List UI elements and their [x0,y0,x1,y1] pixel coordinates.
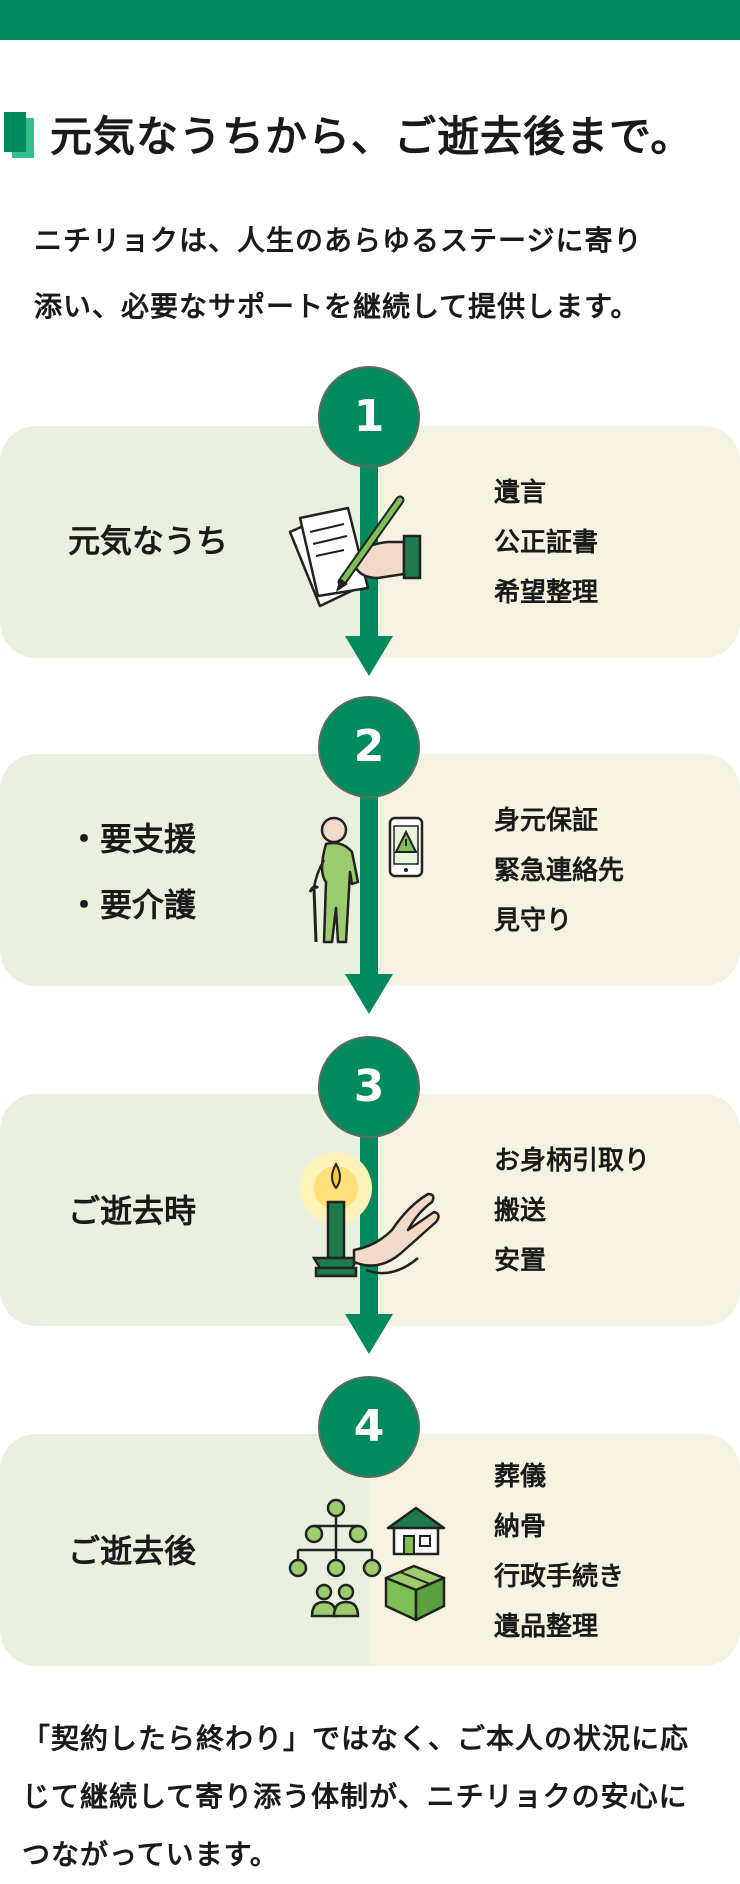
stage-item: 行政手続き [494,1562,625,1592]
stage-item: 見守り [494,906,573,936]
stage-item: 葬儀 [494,1462,547,1492]
intro-text: ニチリョクは、人生のあらゆるステージに寄り 添い、必要なサポートを継続して提供し… [34,208,724,340]
closing-line: つながっています。 [22,1838,279,1871]
step-number-3: 3 [318,1036,420,1138]
elderly-with-phone-alert-icon [308,816,424,944]
stage-label-line: ご逝去時 [68,1192,197,1230]
stage-label-line: ・要介護 [68,886,197,924]
stage-item: 安置 [494,1246,547,1276]
stage-label: ご逝去時 [68,1178,196,1244]
title-accent-icon [4,112,34,158]
step-number-4: 4 [318,1376,420,1478]
stage-label-line: ・要支援 [68,820,197,858]
step-number-1: 1 [318,366,420,468]
intro-line: 添い、必要なサポートを継続して提供します。 [34,290,640,323]
page-title: 元気なうちから、ご逝去後まで。 [50,112,694,161]
stage-items: 遺言 公正証書 希望整理 [494,468,598,618]
top-brand-bar [0,0,740,40]
intro-line: ニチリョクは、人生のあらゆるステージに寄り [34,224,643,257]
stage-item: お身柄引取り [494,1146,651,1176]
stage-items: 身元保証 緊急連絡先 見守り [494,796,624,946]
closing-text: 「契約したら終わり」ではなく、ご本人の状況に応 じて継続して寄り添う体制が、ニチ… [22,1710,722,1884]
stage-items: 葬儀 納骨 行政手続き 遺品整理 [494,1452,624,1652]
stage-item: 搬送 [494,1196,547,1226]
closing-line: 「契約したら終わり」ではなく、ご本人の状況に応 [22,1722,690,1755]
stage-item: 遺品整理 [494,1612,599,1642]
stage-item: 遺言 [494,478,547,508]
stage-label: ・要支援 ・要介護 [68,806,196,938]
stage-label-line: ご逝去後 [68,1532,197,1570]
stage-items: お身柄引取り 搬送 安置 [494,1136,650,1286]
closing-line: じて継続して寄り添う体制が、ニチリョクの安心に [22,1780,688,1813]
stage-label: ご逝去後 [68,1518,196,1584]
family-tree-house-box-icon [288,1498,446,1622]
candle-and-hands-icon [300,1152,440,1278]
stage-label-line: 元気なうち [68,522,229,560]
stage-item: 公正証書 [494,528,599,558]
step-number-2: 2 [318,696,420,798]
document-signing-icon [288,495,422,608]
stage-item: 希望整理 [494,578,599,608]
stage-item: 身元保証 [494,806,599,836]
stage-item: 緊急連絡先 [494,856,625,886]
stage-label: 元気なうち [68,508,228,574]
stage-item: 納骨 [494,1512,547,1542]
section-header: 元気なうちから、ご逝去後まで。 [0,108,740,168]
